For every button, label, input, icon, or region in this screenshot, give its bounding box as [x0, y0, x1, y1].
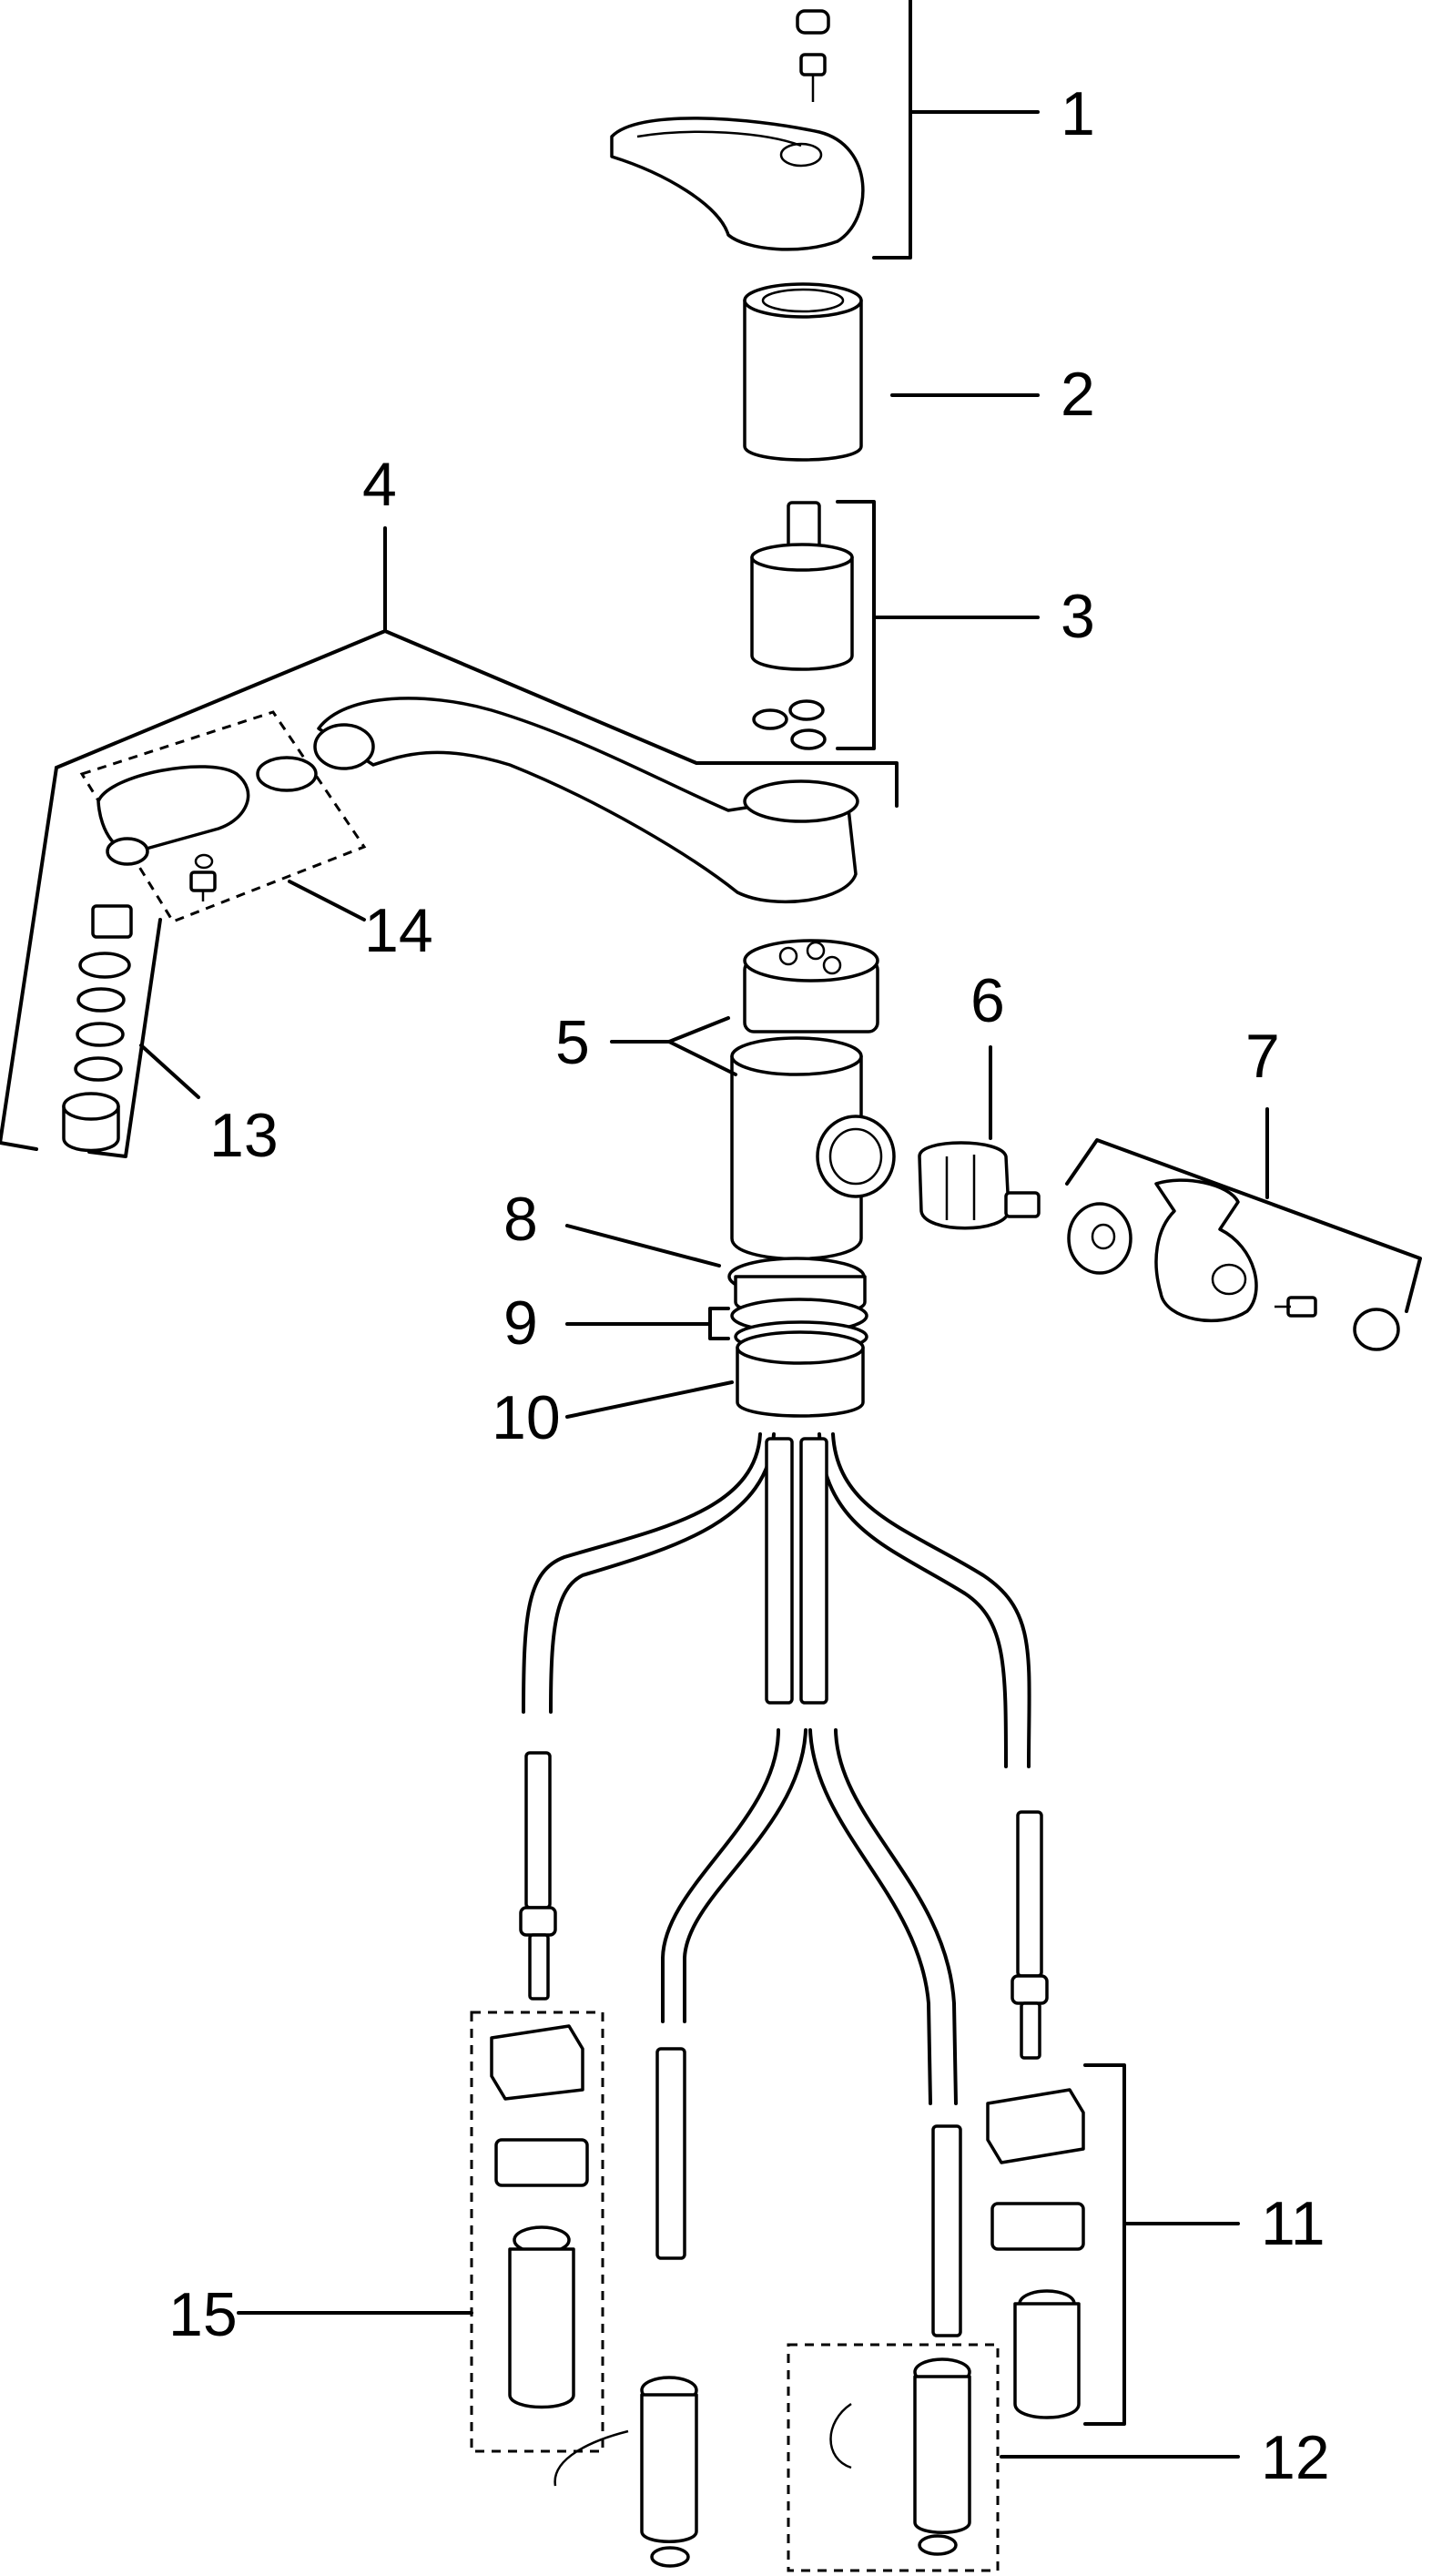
- callout-2: 2: [1061, 360, 1095, 429]
- bracket-9: [565, 1307, 730, 1340]
- bracket-11: [1083, 2063, 1240, 2426]
- callout-1: 1: [1061, 79, 1095, 148]
- callout-11: 11: [1261, 2189, 1325, 2258]
- callout-10: 10: [492, 1383, 561, 1452]
- leader-14: [288, 880, 366, 921]
- part-13-aerator-stack: [62, 904, 133, 1153]
- part-7-side-handle-kit: [1067, 1178, 1400, 1351]
- part-5-body: [730, 939, 896, 1261]
- callout-9: 9: [503, 1288, 538, 1358]
- leader-5: [610, 1016, 737, 1076]
- part-8-9-10-seals-base: [727, 1257, 868, 1418]
- callout-13: 13: [209, 1101, 279, 1170]
- bracket-13: [87, 918, 200, 1158]
- part-15-connector-kit: [470, 2011, 604, 2453]
- part-12-fitting-kit: [787, 2343, 1000, 2572]
- loose-fitting-left: [554, 2376, 698, 2568]
- leader-8: [565, 1224, 721, 1268]
- callout-7: 7: [1245, 1022, 1280, 1091]
- callout-6: 6: [970, 966, 1005, 1035]
- part-2-sleeve: [743, 282, 863, 462]
- bracket-3: [836, 500, 1040, 750]
- hoses: [519, 1432, 1049, 2337]
- callout-4: 4: [362, 450, 397, 519]
- callout-8: 8: [503, 1185, 538, 1254]
- part-3-cartridge: [750, 501, 854, 750]
- part-4-spout: [313, 697, 859, 904]
- part-1-lever-handle: [610, 9, 865, 251]
- callout-3: 3: [1061, 582, 1095, 651]
- bracket-7: [1065, 1107, 1422, 1313]
- callout-5: 5: [555, 1008, 590, 1077]
- part-14-nozzle-kit: [79, 710, 367, 923]
- callout-12: 12: [1261, 2423, 1330, 2492]
- part-11-connector-kit: [986, 2088, 1085, 2419]
- leader-10: [565, 1380, 734, 1419]
- callout-14: 14: [364, 896, 433, 965]
- callout-15: 15: [168, 2280, 238, 2349]
- part-6-diverter: [918, 1141, 1041, 1230]
- bracket-4: [0, 526, 899, 1151]
- bracket-1: [872, 0, 1040, 260]
